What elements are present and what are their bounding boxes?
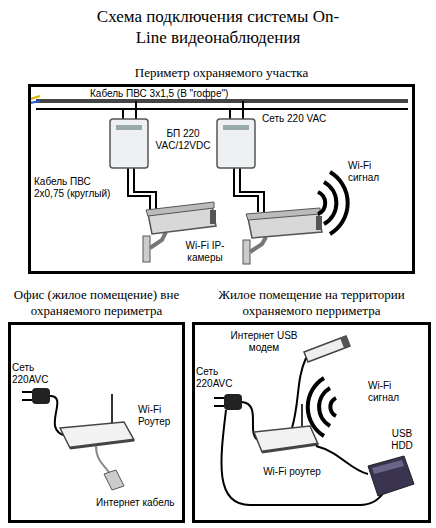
callout-label: Сеть 220AVC xyxy=(12,362,62,386)
home-equipment xyxy=(214,336,414,505)
callout-label: Wi-Fi сигнал xyxy=(368,380,424,404)
callout-label: Wi-Fi IP-камеры xyxy=(172,240,238,264)
ip-camera xyxy=(143,202,322,264)
callout-label: Интернет кабель xyxy=(96,497,182,509)
region-heading: Офис (жилое помещение) вне охраняемого п… xyxy=(9,287,184,319)
wifi-waves xyxy=(318,172,348,234)
region-heading: Периметр охраняемого участка xyxy=(92,65,352,81)
region-frame: Жилое помещение на территории охраняемог… xyxy=(192,287,431,523)
office-equipment xyxy=(22,388,134,490)
region-border xyxy=(192,322,431,523)
callout-label: Wi-Fi сигнал xyxy=(348,160,404,184)
callout-label: Кабель ПВС 2х0,75 (круглый) xyxy=(34,176,122,200)
callout-label: Wi-Fi роутер xyxy=(262,466,322,478)
callout-label: USB HDD xyxy=(380,428,424,452)
callout-label: Сеть 220 VAC xyxy=(262,113,342,125)
diagram-title: Схема подключения системы On-Line видеон… xyxy=(88,6,348,48)
wifi-waves xyxy=(308,378,336,436)
region-heading: Жилое помещение на территории охраняемог… xyxy=(194,287,429,319)
power-supply xyxy=(110,119,255,168)
callout-label: БП 220 VAC/12VDC xyxy=(152,128,214,152)
callout-label: Кабель ПВС 3х1,5 (В "гофре") xyxy=(90,88,290,100)
callout-label: Сеть 220AVC xyxy=(196,366,248,390)
callout-label: Интернет USB модем xyxy=(228,330,300,354)
cables xyxy=(30,96,408,212)
callout-label: Wi-Fi Роутер xyxy=(138,404,182,428)
